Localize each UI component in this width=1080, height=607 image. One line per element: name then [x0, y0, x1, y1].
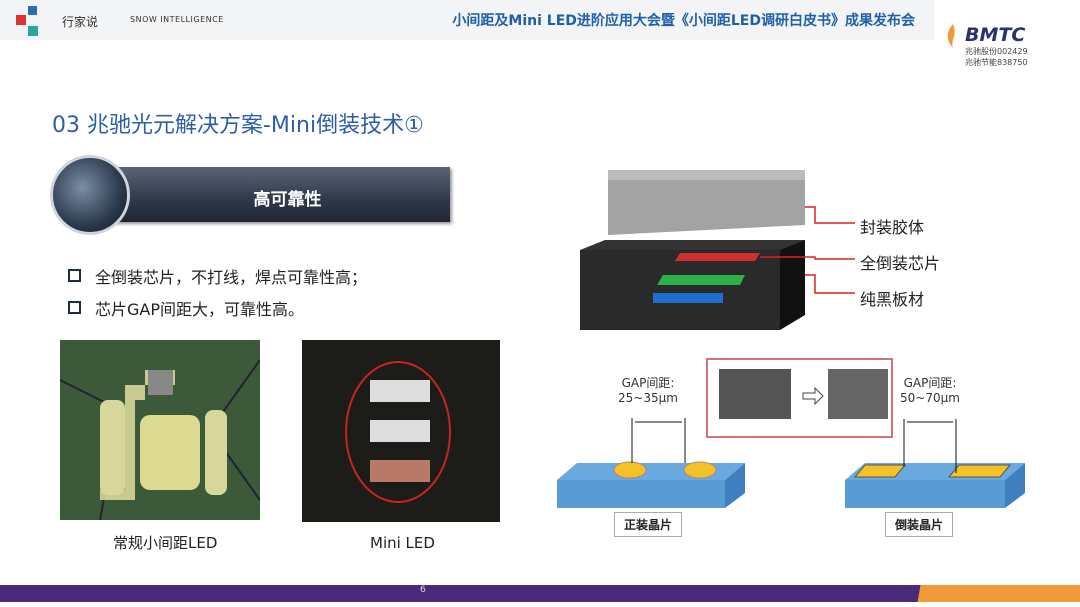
gap-left-label: GAP间距: [621, 376, 675, 390]
bullet-item: 芯片GAP间距大，可靠性高。 [68, 296, 304, 320]
label-encapsulant: 封装胶体 [860, 218, 925, 237]
label-flip-chip: 全倒装芯片 [860, 254, 941, 273]
conventional-led-photo [60, 340, 260, 520]
bullet-square-icon [68, 301, 81, 314]
bmtc-logo: BMTC [965, 24, 1026, 46]
bullet-text: 芯片GAP间距大，可靠性高。 [95, 300, 304, 319]
page-number: 6 [420, 585, 426, 595]
bullet-text: 全倒装芯片，不打线，焊点可靠性高； [95, 268, 368, 287]
mini-led-photo [302, 340, 500, 522]
bmtc-flame-icon [947, 24, 955, 48]
structure-diagram [580, 170, 855, 330]
gap-comparison-diagram [557, 358, 1025, 508]
banner-title: 高可靠性 [253, 190, 322, 210]
stock-code-1: 兆驰股份002429 [965, 47, 1028, 56]
stock-code-2: 兆驰节能838750 [965, 58, 1028, 67]
bullet-square-icon [68, 269, 81, 282]
label-black-board: 纯黑板材 [860, 290, 925, 309]
header-band [0, 0, 935, 40]
caption-mini-led: Mini LED [370, 534, 435, 552]
globe-icon [50, 155, 130, 235]
footer-bar [0, 585, 1080, 602]
gap-left-value: 25~35μm [618, 391, 678, 405]
gap-right-label: GAP间距: [903, 376, 957, 390]
xingjia-logo-icon [16, 6, 38, 36]
brand-snow-intelligence: SNOW INTELLIGENCE [130, 15, 224, 24]
banner-bar [110, 167, 450, 222]
gap-right-value: 50~70μm [900, 391, 960, 405]
brand-xingjia: 行家说 [62, 15, 99, 29]
gap-right-text: GAP间距:50~70μm [895, 376, 965, 406]
gap-left-text: GAP间距:25~35μm [618, 376, 678, 406]
conference-title: 小间距及Mini LED进阶应用大会暨《小间距LED调研白皮书》成果发布会 [452, 13, 915, 29]
caption-conventional: 常规小间距LED [113, 534, 218, 552]
chip-label-flip: 倒装晶片 [885, 512, 954, 537]
slide-heading: 03 兆驰光元解决方案-Mini倒装技术① [52, 113, 424, 138]
chip-label-face-up: 正装晶片 [614, 512, 683, 537]
bullet-item: 全倒装芯片，不打线，焊点可靠性高； [68, 264, 367, 288]
